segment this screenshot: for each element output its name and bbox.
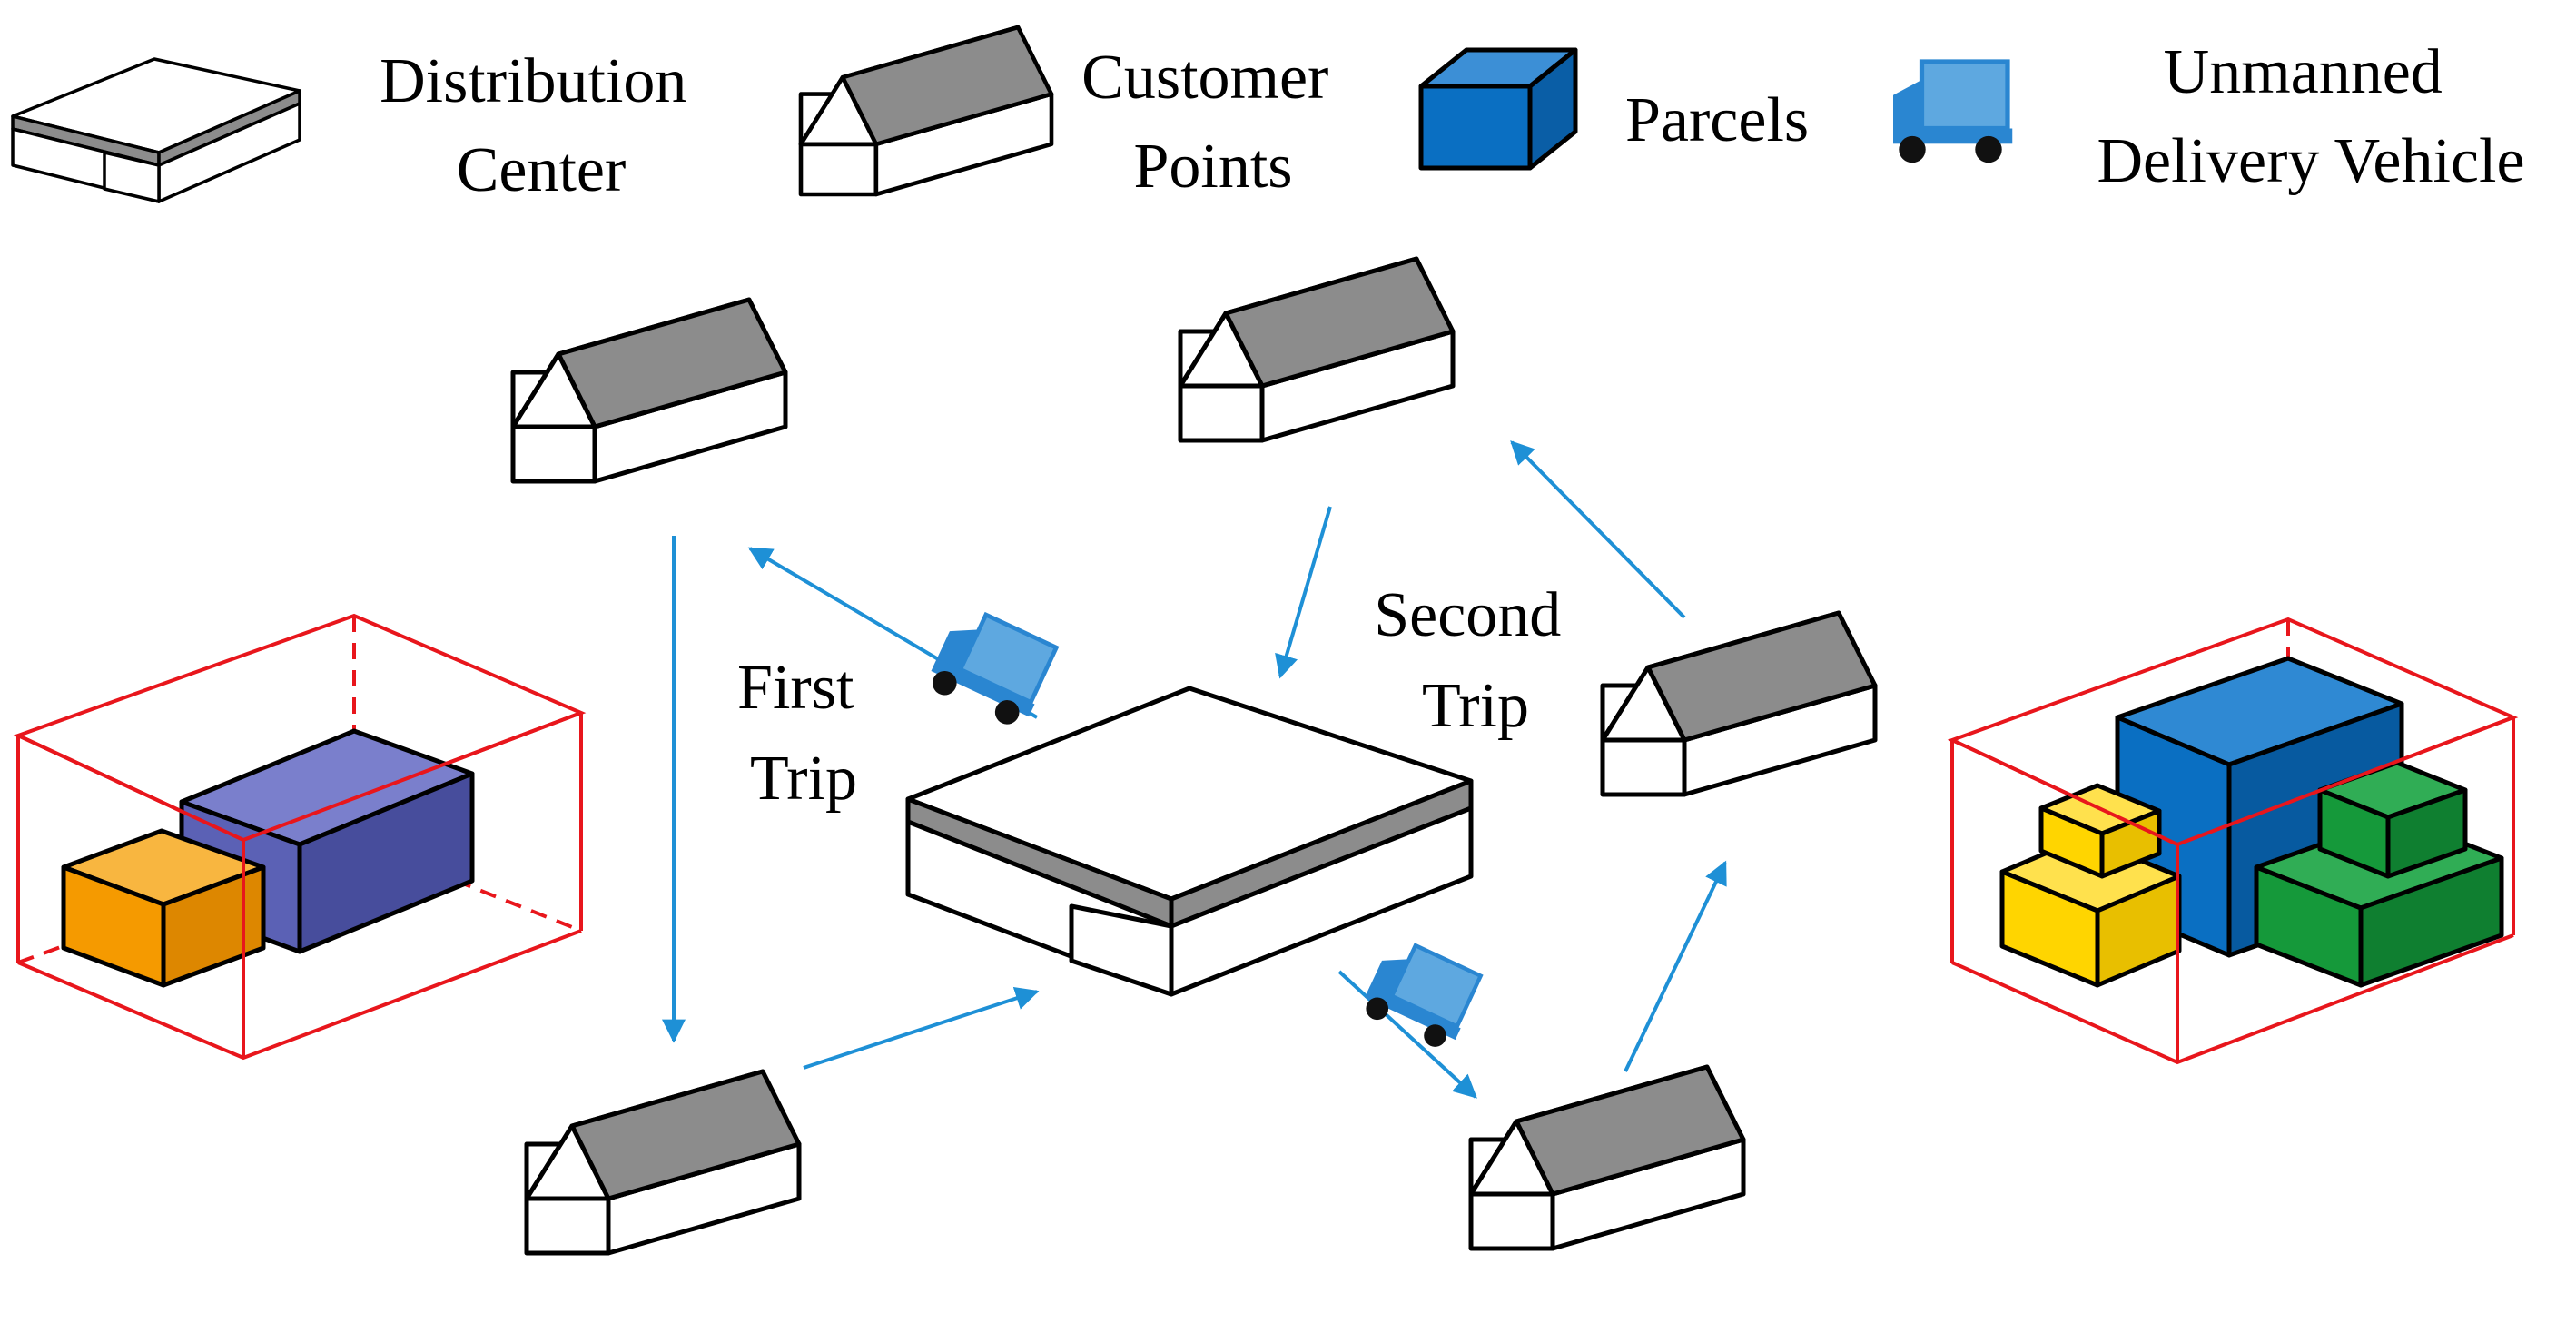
house-bottom-right-icon xyxy=(1471,1067,1743,1249)
house-right-icon xyxy=(1603,613,1875,795)
legend-parcel-icon xyxy=(1418,47,1578,171)
delivery-vehicle-second-trip-icon xyxy=(1358,935,1485,1054)
arrow-second-trip-up xyxy=(1624,860,1727,1072)
arrow-first-trip-to-center xyxy=(803,986,1040,1070)
legend-delivery-vehicle-icon xyxy=(1893,62,2012,163)
legend-distribution-center-icon xyxy=(11,57,301,203)
house-top-right-icon xyxy=(1180,259,1453,440)
legend-distribution-center-label: Distribution Center xyxy=(380,46,703,205)
legend-vehicle-label: Unmanned Delivery Vehicle xyxy=(2097,37,2524,196)
arrow-second-trip-from-center xyxy=(1337,970,1477,1099)
first-trip-label: First Trip xyxy=(737,653,870,814)
delivery-vehicle-first-trip-icon xyxy=(923,604,1060,732)
house-top-left-icon xyxy=(513,300,785,481)
distribution-center-icon xyxy=(905,686,1474,997)
legend-customer-points-label: Customer Points xyxy=(1081,43,1345,202)
legend-house-icon xyxy=(801,27,1051,194)
second-trip-label: Second Trip xyxy=(1374,580,1577,741)
legend-parcels-label: Parcels xyxy=(1625,85,1809,155)
arrow-second-trip-to-center xyxy=(1275,506,1332,679)
house-bottom-left-icon xyxy=(527,1071,799,1253)
arrow-second-trip-return xyxy=(1510,440,1686,619)
left-parcel-orange-icon xyxy=(61,828,266,988)
right-container-front-edges xyxy=(1951,716,2515,1065)
right-parcel-yellow-icon xyxy=(1999,783,2182,988)
